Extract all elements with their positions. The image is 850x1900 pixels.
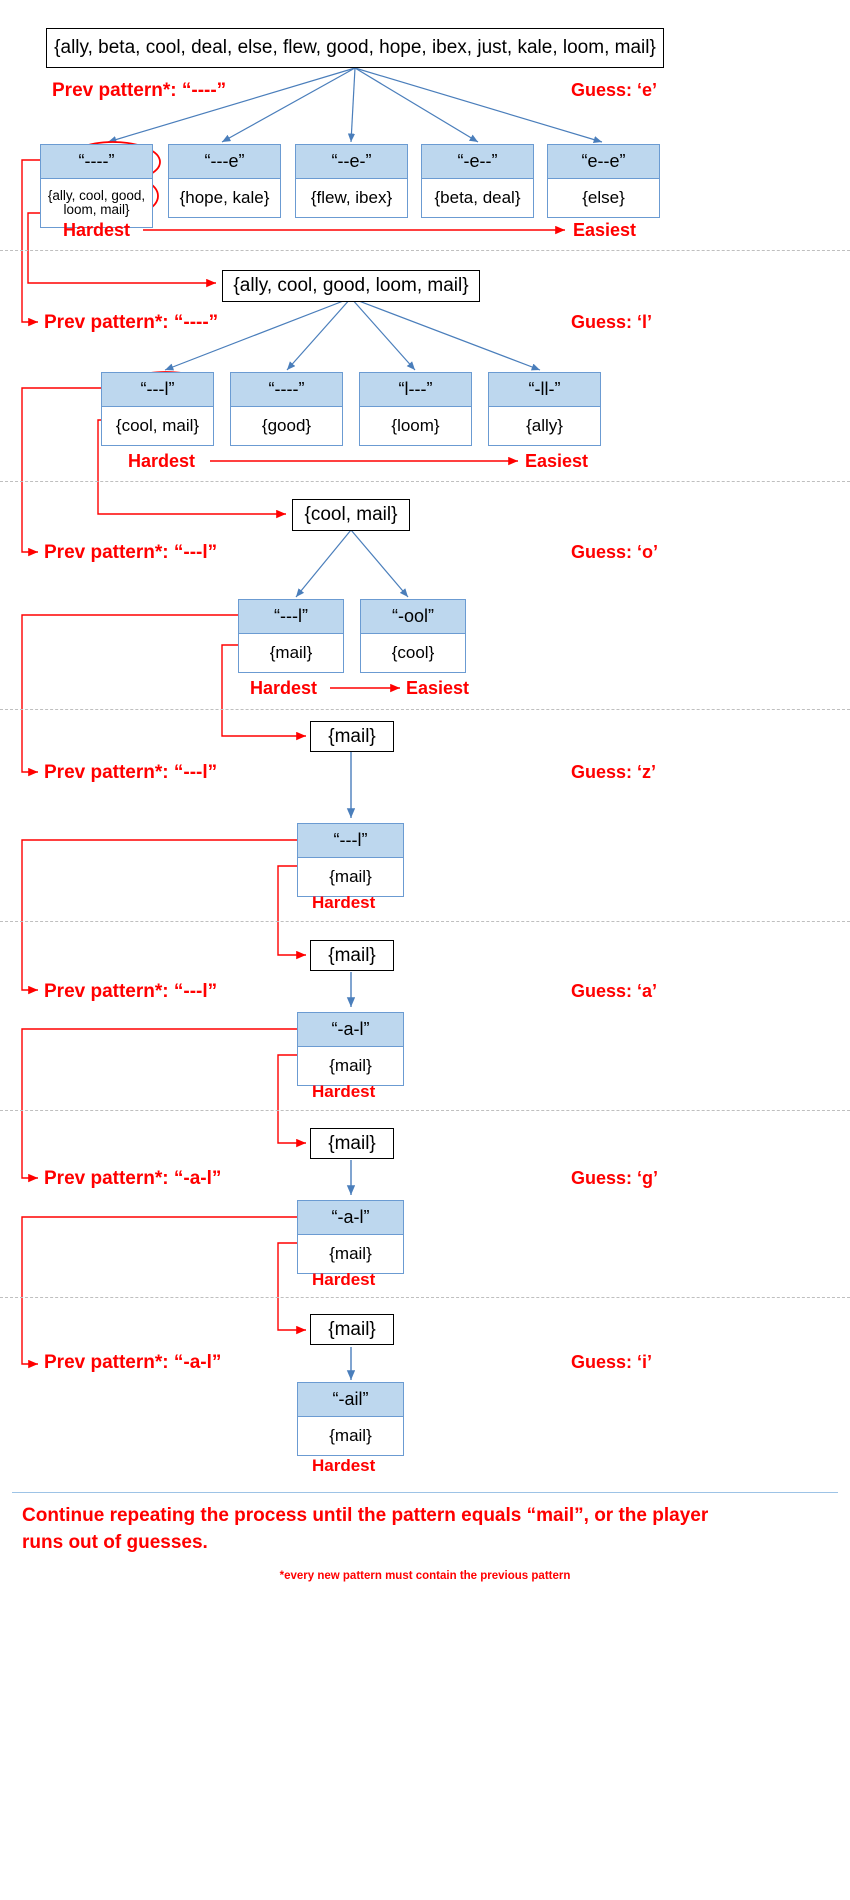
pattern-label: “-a-l” bbox=[298, 1013, 403, 1047]
round-5-prev-pattern: Prev pattern*: “---l” bbox=[44, 981, 218, 1002]
round-2-candidate-1[interactable]: “----” {good} bbox=[230, 372, 343, 446]
round-2-candidate-2[interactable]: “l---” {loom} bbox=[359, 372, 472, 446]
section-divider-3 bbox=[0, 709, 850, 710]
round-1-candidate-1[interactable]: “---e” {hope, kale} bbox=[168, 144, 281, 218]
pattern-label: “e--e” bbox=[548, 145, 659, 179]
word-set: {mail} bbox=[239, 634, 343, 672]
round-1-candidate-2[interactable]: “--e-” {flew, ibex} bbox=[295, 144, 408, 218]
round-7-prev-pattern: Prev pattern*: “-a-l” bbox=[44, 1352, 222, 1373]
round-1-candidate-3[interactable]: “-e--” {beta, deal} bbox=[421, 144, 534, 218]
pattern-label: “----” bbox=[41, 145, 152, 179]
round-4-candidate-0[interactable]: “---l” {mail} bbox=[297, 823, 404, 897]
pattern-label: “-ail” bbox=[298, 1383, 403, 1417]
pattern-label: “-a-l” bbox=[298, 1201, 403, 1235]
pattern-label: “l---” bbox=[360, 373, 471, 407]
round-1-guess: Guess: ‘e’ bbox=[571, 80, 658, 100]
round-1-easiest-label: Easiest bbox=[573, 220, 637, 240]
word-set: {flew, ibex} bbox=[296, 179, 407, 217]
word-set: {cool, mail} bbox=[102, 407, 213, 445]
round-6-guess: Guess: ‘g’ bbox=[571, 1168, 659, 1188]
footnote: *every new pattern must contain the prev… bbox=[279, 1570, 571, 1582]
word-set: {ally, cool, good, loom, mail} bbox=[41, 179, 152, 227]
round-6-prev-pattern: Prev pattern*: “-a-l” bbox=[44, 1168, 222, 1189]
round-4-hardest-label: Hardest bbox=[312, 893, 376, 912]
pattern-label: “----” bbox=[231, 373, 342, 407]
round-4-prev-pattern: Prev pattern*: “---l” bbox=[44, 762, 218, 783]
round-2-candidate-0[interactable]: “---l” {cool, mail} bbox=[101, 372, 214, 446]
round-4-root-box: {mail} bbox=[310, 721, 394, 752]
round-7-guess: Guess: ‘i’ bbox=[571, 1352, 653, 1372]
round-1-root-box: {ally, beta, cool, deal, else, flew, goo… bbox=[46, 28, 664, 68]
pattern-label: “-ool” bbox=[361, 600, 465, 634]
round-6-candidate-0[interactable]: “-a-l” {mail} bbox=[297, 1200, 404, 1274]
word-set: {loom} bbox=[360, 407, 471, 445]
round-6-root-box: {mail} bbox=[310, 1128, 394, 1159]
pattern-label: “--e-” bbox=[296, 145, 407, 179]
section-divider-1 bbox=[0, 250, 850, 251]
pattern-label: “---l” bbox=[239, 600, 343, 634]
section-divider-6 bbox=[0, 1297, 850, 1298]
section-divider-4 bbox=[0, 921, 850, 922]
pattern-label: “---e” bbox=[169, 145, 280, 179]
pattern-label: “---l” bbox=[298, 824, 403, 858]
word-set: {mail} bbox=[298, 858, 403, 896]
pattern-label: “-ll-” bbox=[489, 373, 600, 407]
round-7-candidate-0[interactable]: “-ail” {mail} bbox=[297, 1382, 404, 1456]
round-3-candidate-1[interactable]: “-ool” {cool} bbox=[360, 599, 466, 673]
round-2-easiest-label: Easiest bbox=[525, 451, 589, 471]
round-3-candidate-0[interactable]: “---l” {mail} bbox=[238, 599, 344, 673]
round-3-guess: Guess: ‘o’ bbox=[571, 542, 659, 562]
round-5-root-box: {mail} bbox=[310, 940, 394, 971]
round-3-easiest-label: Easiest bbox=[406, 678, 470, 698]
round-3-prev-pattern: Prev pattern*: “---l” bbox=[44, 542, 218, 563]
word-set: {ally} bbox=[489, 407, 600, 445]
round-5-guess: Guess: ‘a’ bbox=[571, 981, 658, 1001]
word-set: {mail} bbox=[298, 1417, 403, 1455]
round-5-candidate-0[interactable]: “-a-l” {mail} bbox=[297, 1012, 404, 1086]
round-3-hardest-label: Hardest bbox=[250, 678, 318, 698]
conclusion-line-1: Continue repeating the process until the… bbox=[22, 1505, 709, 1526]
round-4-guess: Guess: ‘z’ bbox=[571, 762, 657, 782]
word-set: {mail} bbox=[298, 1235, 403, 1273]
pattern-label: “---l” bbox=[102, 373, 213, 407]
round-2-root-box: {ally, cool, good, loom, mail} bbox=[222, 270, 480, 302]
round-7-hardest-label: Hardest bbox=[312, 1456, 376, 1475]
round-2-guess: Guess: ‘l’ bbox=[571, 312, 653, 332]
word-set: {beta, deal} bbox=[422, 179, 533, 217]
round-7-root-box: {mail} bbox=[310, 1314, 394, 1345]
footer-divider bbox=[12, 1492, 838, 1493]
round-6-hardest-label: Hardest bbox=[312, 1270, 376, 1289]
round-2-candidate-3[interactable]: “-ll-” {ally} bbox=[488, 372, 601, 446]
word-set: {hope, kale} bbox=[169, 179, 280, 217]
round-3-root-box: {cool, mail} bbox=[292, 499, 410, 531]
pattern-label: “-e--” bbox=[422, 145, 533, 179]
word-set: {good} bbox=[231, 407, 342, 445]
round-1-prev-pattern: Prev pattern*: “----” bbox=[52, 80, 227, 101]
conclusion-line-2: runs out of guesses. bbox=[22, 1532, 208, 1553]
round-1-hardest-label: Hardest bbox=[63, 220, 131, 240]
round-1-candidate-4[interactable]: “e--e” {else} bbox=[547, 144, 660, 218]
round-1-candidate-0[interactable]: “----” {ally, cool, good, loom, mail} bbox=[40, 144, 153, 228]
word-set: {cool} bbox=[361, 634, 465, 672]
section-divider-5 bbox=[0, 1110, 850, 1111]
section-divider-2 bbox=[0, 481, 850, 482]
round-2-prev-pattern: Prev pattern*: “----” bbox=[44, 312, 219, 333]
word-set: {else} bbox=[548, 179, 659, 217]
round-2-hardest-label: Hardest bbox=[128, 451, 196, 471]
round-5-hardest-label: Hardest bbox=[312, 1082, 376, 1101]
word-set: {mail} bbox=[298, 1047, 403, 1085]
